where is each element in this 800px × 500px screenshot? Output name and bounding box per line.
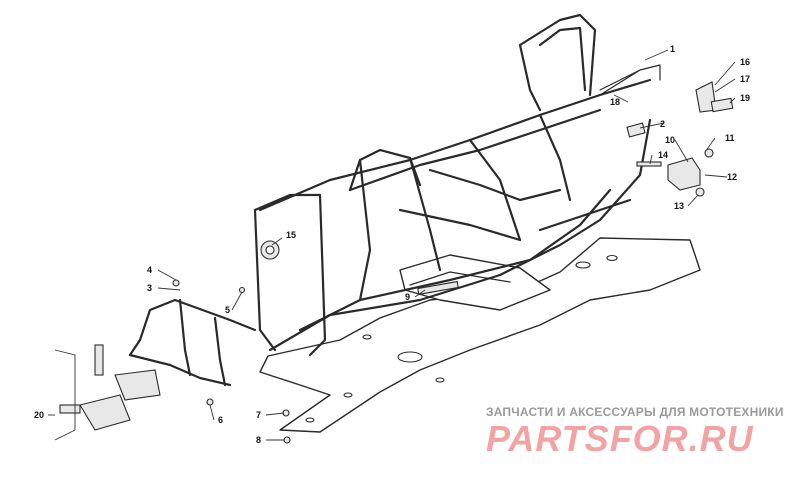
callout-16: 16 bbox=[740, 57, 750, 67]
callout-2: 2 bbox=[660, 119, 665, 129]
watermark-logo-text: PARTSFOR.RU bbox=[486, 418, 754, 458]
callout-7: 7 bbox=[256, 410, 261, 420]
callout-labels: 1 2 3 4 5 6 7 8 9 10 11 12 13 14 15 16 1… bbox=[34, 44, 750, 445]
callout-18: 18 bbox=[610, 97, 620, 107]
callout-8: 8 bbox=[256, 435, 261, 445]
callout-5: 5 bbox=[225, 305, 230, 315]
callout-10: 10 bbox=[665, 135, 675, 145]
small-parts bbox=[54, 81, 734, 444]
watermark-caption: ЗАПЧАСТИ И АКСЕССУАРЫ ДЛЯ МОТОТЕХНИКИ bbox=[486, 405, 784, 419]
callout-17: 17 bbox=[740, 74, 750, 84]
callout-6: 6 bbox=[218, 415, 223, 425]
callout-3: 3 bbox=[147, 283, 152, 293]
callout-13: 13 bbox=[674, 201, 684, 211]
callout-19: 19 bbox=[740, 93, 750, 103]
leader-lines bbox=[48, 49, 736, 441]
callout-15: 15 bbox=[286, 230, 296, 240]
callout-14: 14 bbox=[658, 150, 668, 160]
callout-11: 11 bbox=[725, 133, 735, 143]
callout-20: 20 bbox=[34, 410, 44, 420]
skid-plate bbox=[259, 237, 701, 433]
callout-1: 1 bbox=[670, 44, 675, 54]
callout-4: 4 bbox=[147, 265, 152, 275]
callout-12: 12 bbox=[727, 172, 737, 182]
main-frame bbox=[128, 13, 661, 387]
watermark-logo: PARTSFOR.RU bbox=[486, 418, 754, 458]
callout-9: 9 bbox=[405, 292, 410, 302]
